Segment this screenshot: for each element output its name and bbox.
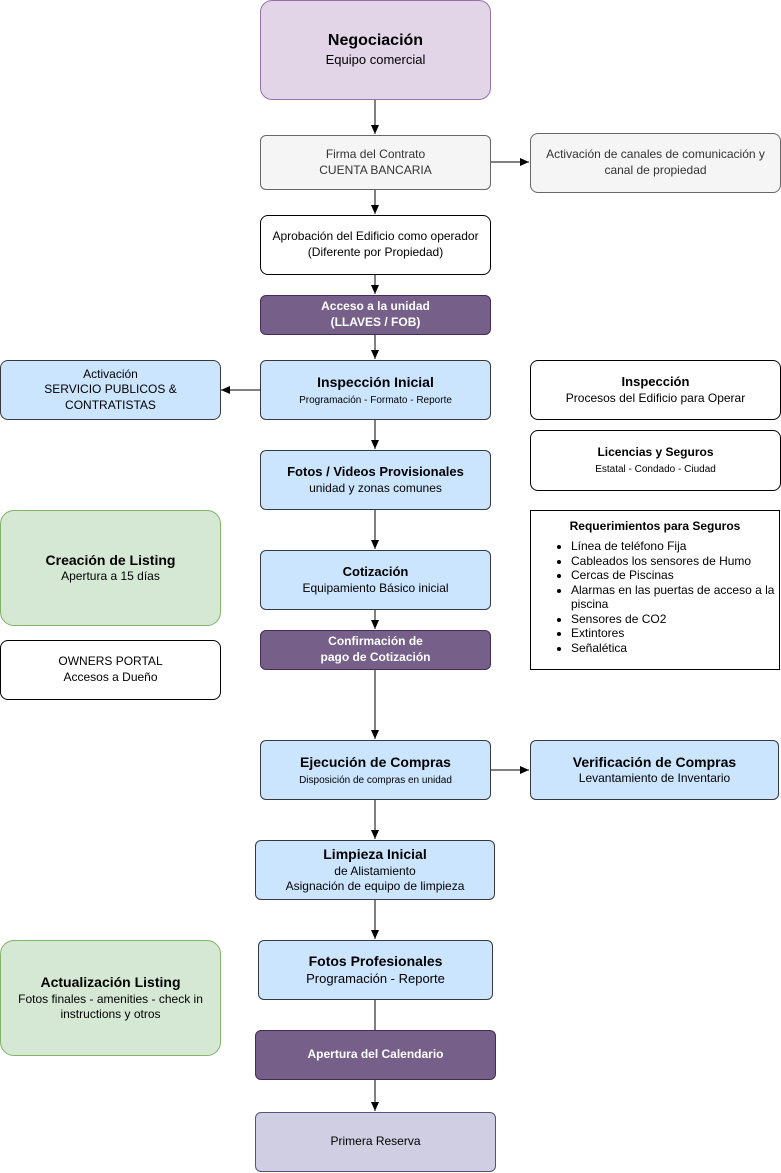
firma-line1: Firma del Contrato [325,146,426,161]
confirmacion-line2: pago de Cotización [320,650,431,664]
node-ejecucion-compras: Ejecución de Compras Disposición de comp… [260,740,491,800]
node-fotos-profesionales: Fotos Profesionales Programación - Repor… [258,940,493,1000]
owners-portal-line2: Accesos a Dueño [63,670,158,684]
node-negociacion: Negociación Equipo comercial [260,0,491,100]
acceso-line1: Acceso a la unidad [321,299,430,314]
node-activacion-canales: Activación de canales de comunicación y … [530,133,781,193]
node-confirmacion-pago: Confirmación de pago de Cotización [260,630,491,670]
servicios-line2: SERVICIO PUBLICOS & [44,382,177,397]
creacion-listing-title: Creación de Listing [45,552,176,569]
servicios-line1: Activación [83,366,138,381]
node-fotos-provisionales: Fotos / Videos Provisionales unidad y zo… [260,450,491,510]
node-verificacion-compras: Verificación de Compras Levantamiento de… [530,740,779,800]
firma-line2: CUENTA BANCARIA [319,162,432,177]
acceso-line2: (LLAVES / FOB) [330,315,421,329]
requerimiento-item: Extintores [571,626,775,641]
activacion-canales-text: Activación de canales de comunicación y … [546,147,765,177]
confirmacion-line1: Confirmación de [328,634,423,649]
node-inspeccion-inicial: Inspección Inicial Programación - Format… [260,360,491,420]
limpieza-line1: de Alistamiento [334,863,416,878]
owners-portal-line1: OWNERS PORTAL [58,654,163,669]
requerimiento-item: Línea de teléfono Fija [571,539,775,554]
node-firma-contrato: Firma del Contrato CUENTA BANCARIA [260,135,491,190]
ejecucion-title: Ejecución de Compras [300,754,451,771]
servicios-line3: CONTRATISTAS [65,397,156,412]
fotos-profesionales-subtitle: Programación - Reporte [306,970,445,986]
requerimiento-item: Cercas de Piscinas [571,568,775,583]
requerimiento-item: Cableados los sensores de Humo [571,554,775,569]
node-owners-portal: OWNERS PORTAL Accesos a Dueño [0,640,221,700]
inspeccion-subtitle: Procesos del Edificio para Operar [565,390,746,405]
inspeccion-inicial-title: Inspección Inicial [317,373,434,390]
fotos-profesionales-title: Fotos Profesionales [308,953,443,970]
inspeccion-inicial-subtitle: Programación - Formato - Reporte [299,395,452,407]
limpieza-line2: Asignación de equipo de limpieza [285,879,465,894]
creacion-listing-subtitle: Apertura a 15 días [61,569,160,584]
licencias-title: Licencias y Seguros [597,444,714,459]
aprobacion-line1: Aprobación del Edificio como operador [272,229,479,244]
ejecucion-subtitle: Disposición de compras en unidad [299,774,452,786]
node-acceso-unidad: Acceso a la unidad (LLAVES / FOB) [260,295,491,335]
node-limpieza-inicial: Limpieza Inicial de Alistamiento Asignac… [255,840,495,900]
requerimiento-item: Alarmas en las puertas de acceso a la pi… [571,583,775,612]
node-aprobacion-edificio: Aprobación del Edificio como operador (D… [260,215,491,275]
fotos-provisionales-subtitle: unidad y zonas comunes [309,480,442,495]
negociacion-title: Negociación [327,32,424,50]
apertura-calendario-text: Apertura del Calendario [307,1047,444,1062]
verificacion-subtitle: Levantamiento de Inventario [578,771,731,786]
verificacion-title: Verificación de Compras [572,754,737,771]
node-requerimientos-seguros: Requerimientos para Seguros Línea de tel… [530,510,780,670]
fotos-provisionales-title: Fotos / Videos Provisionales [287,463,464,479]
cotizacion-title: Cotización [342,563,409,579]
limpieza-title: Limpieza Inicial [323,846,427,863]
node-activacion-servicios: Activación SERVICIO PUBLICOS & CONTRATIS… [0,360,221,420]
node-primera-reserva: Primera Reserva [255,1112,496,1172]
requerimientos-title: Requerimientos para Seguros [569,519,741,533]
node-apertura-calendario: Apertura del Calendario [255,1030,496,1080]
inspeccion-title: Inspección [621,373,690,389]
node-cotizacion: Cotización Equipamiento Básico inicial [260,550,491,610]
requerimientos-list: Línea de teléfono Fija Cableados los sen… [531,539,779,655]
aprobacion-line2: (Diferente por Propiedad) [307,245,444,259]
actualizacion-listing-subtitle: Fotos finales - amenities - check in ins… [18,991,203,1022]
node-inspeccion-procesos: Inspección Procesos del Edificio para Op… [530,360,781,420]
licencias-subtitle: Estatal - Condado - Ciudad [595,464,716,476]
primera-reserva-text: Primera Reserva [330,1134,421,1149]
negociacion-subtitle: Equipo comercial [325,51,426,67]
cotizacion-subtitle: Equipamiento Básico inicial [302,580,449,595]
requerimiento-item: Sensores de CO2 [571,612,775,627]
actualizacion-listing-title: Actualización Listing [40,974,181,991]
node-actualizacion-listing: Actualización Listing Fotos finales - am… [0,940,221,1056]
node-licencias-seguros: Licencias y Seguros Estatal - Condado - … [530,430,781,491]
requerimiento-item: Señalética [571,641,775,656]
node-creacion-listing: Creación de Listing Apertura a 15 días [0,510,221,626]
